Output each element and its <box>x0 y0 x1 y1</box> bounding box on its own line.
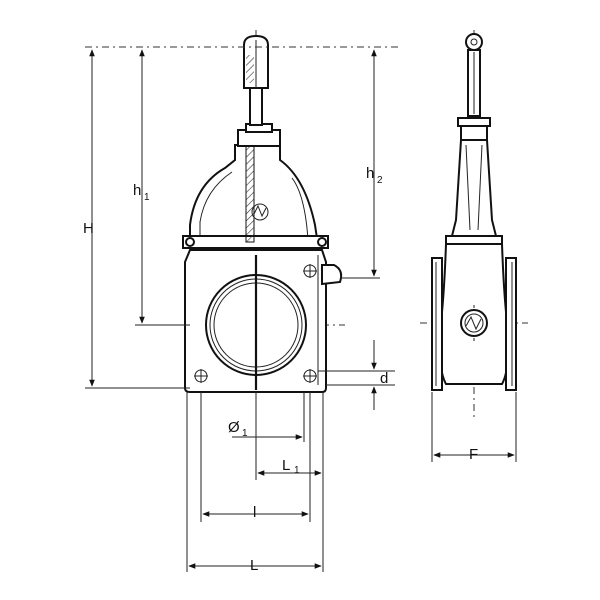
dim-L-label: L <box>250 557 258 574</box>
dim-H-label: H <box>83 220 94 237</box>
bonnet-flange <box>182 235 329 249</box>
stem-clevis-hatch <box>246 55 254 83</box>
side-bonnet <box>450 139 498 237</box>
dim-o1-sub: 1 <box>242 428 248 439</box>
side-gland <box>457 117 491 127</box>
bonnet-bolt-left <box>185 237 195 247</box>
dim-h2-sub: 2 <box>377 175 383 186</box>
side-bonnet-flange <box>445 235 503 245</box>
dim-L1-label: L <box>282 457 290 474</box>
dim-l-label: l <box>253 504 256 521</box>
stem <box>249 84 263 126</box>
side-flange-left <box>431 257 443 391</box>
dimensions-front: H h 1 h 2 d Ø 1 L 1 l L <box>83 46 400 574</box>
side-stem-eye <box>465 33 483 51</box>
stem-section <box>245 145 255 243</box>
dim-h1-label: h <box>133 182 141 199</box>
dim-L1-sub: 1 <box>294 465 300 476</box>
side-lug <box>321 264 343 286</box>
dim-h1-sub: 1 <box>144 192 150 203</box>
bonnet-inner-line-right <box>291 177 309 241</box>
bonnet-bolt-right <box>317 237 327 247</box>
dim-h2-label: h <box>366 165 374 182</box>
dim-F-label: F <box>469 446 478 463</box>
bonnet-inner-line <box>199 171 233 240</box>
dim-o1-label: Ø <box>228 419 240 436</box>
logo-emblem <box>251 203 269 221</box>
side-view: F <box>420 30 528 463</box>
dim-d-label: d <box>380 370 388 387</box>
front-view <box>135 30 345 410</box>
logo-emblem-mark <box>253 204 267 218</box>
side-flange-right <box>505 257 517 391</box>
